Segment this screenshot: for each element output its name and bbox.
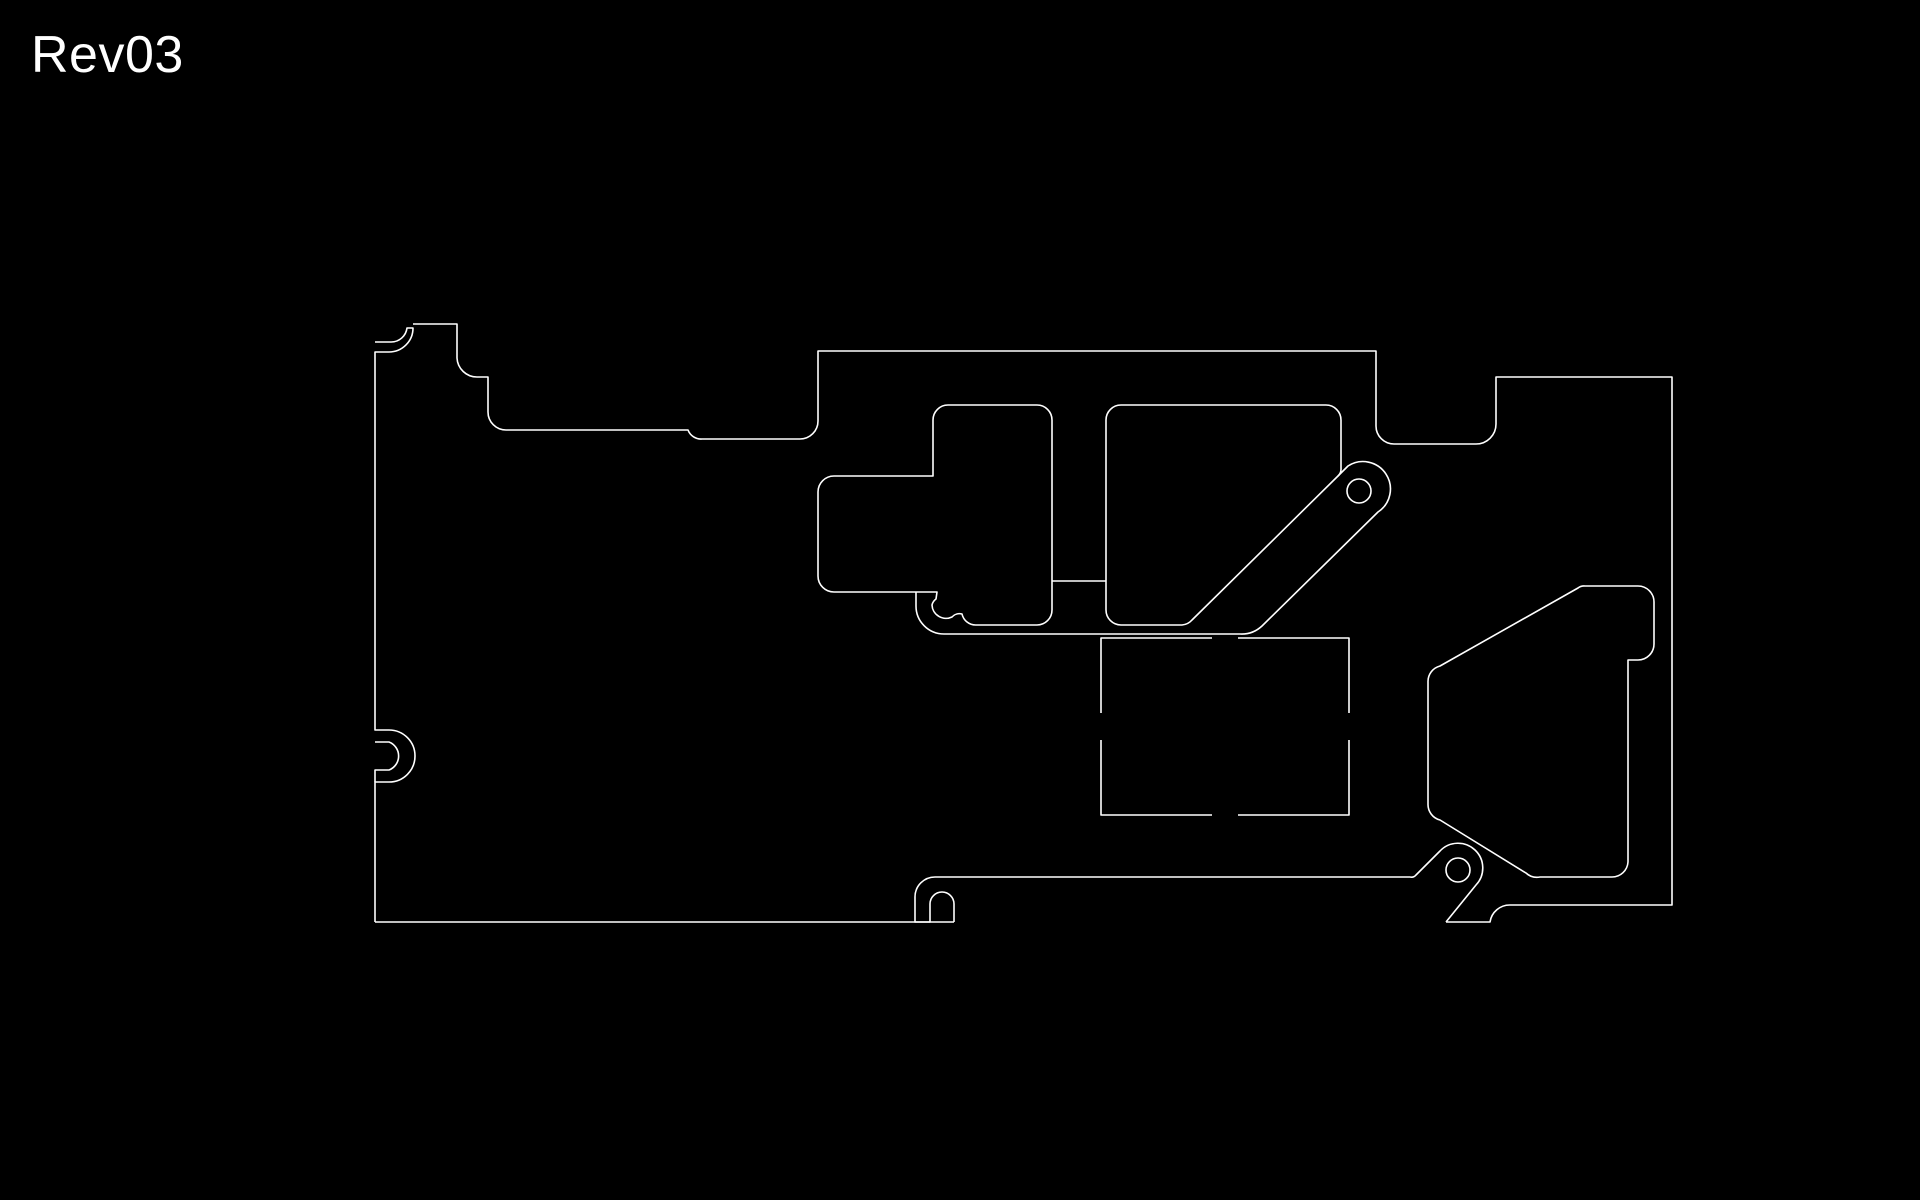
pad-right [1427,585,1655,879]
mounting-hole-bottom [1445,857,1471,883]
bottom-edge-right [914,842,1484,923]
chip-outline [1100,637,1350,816]
pad-right-upper [1105,404,1342,626]
revision-label: Rev03 [31,26,184,84]
mounting-hole-top [1346,478,1372,504]
board-outline [374,323,1673,923]
heat-pipe-arm [915,460,1392,635]
pad-left-upper [817,404,1053,626]
left-slot-notch [374,741,400,782]
